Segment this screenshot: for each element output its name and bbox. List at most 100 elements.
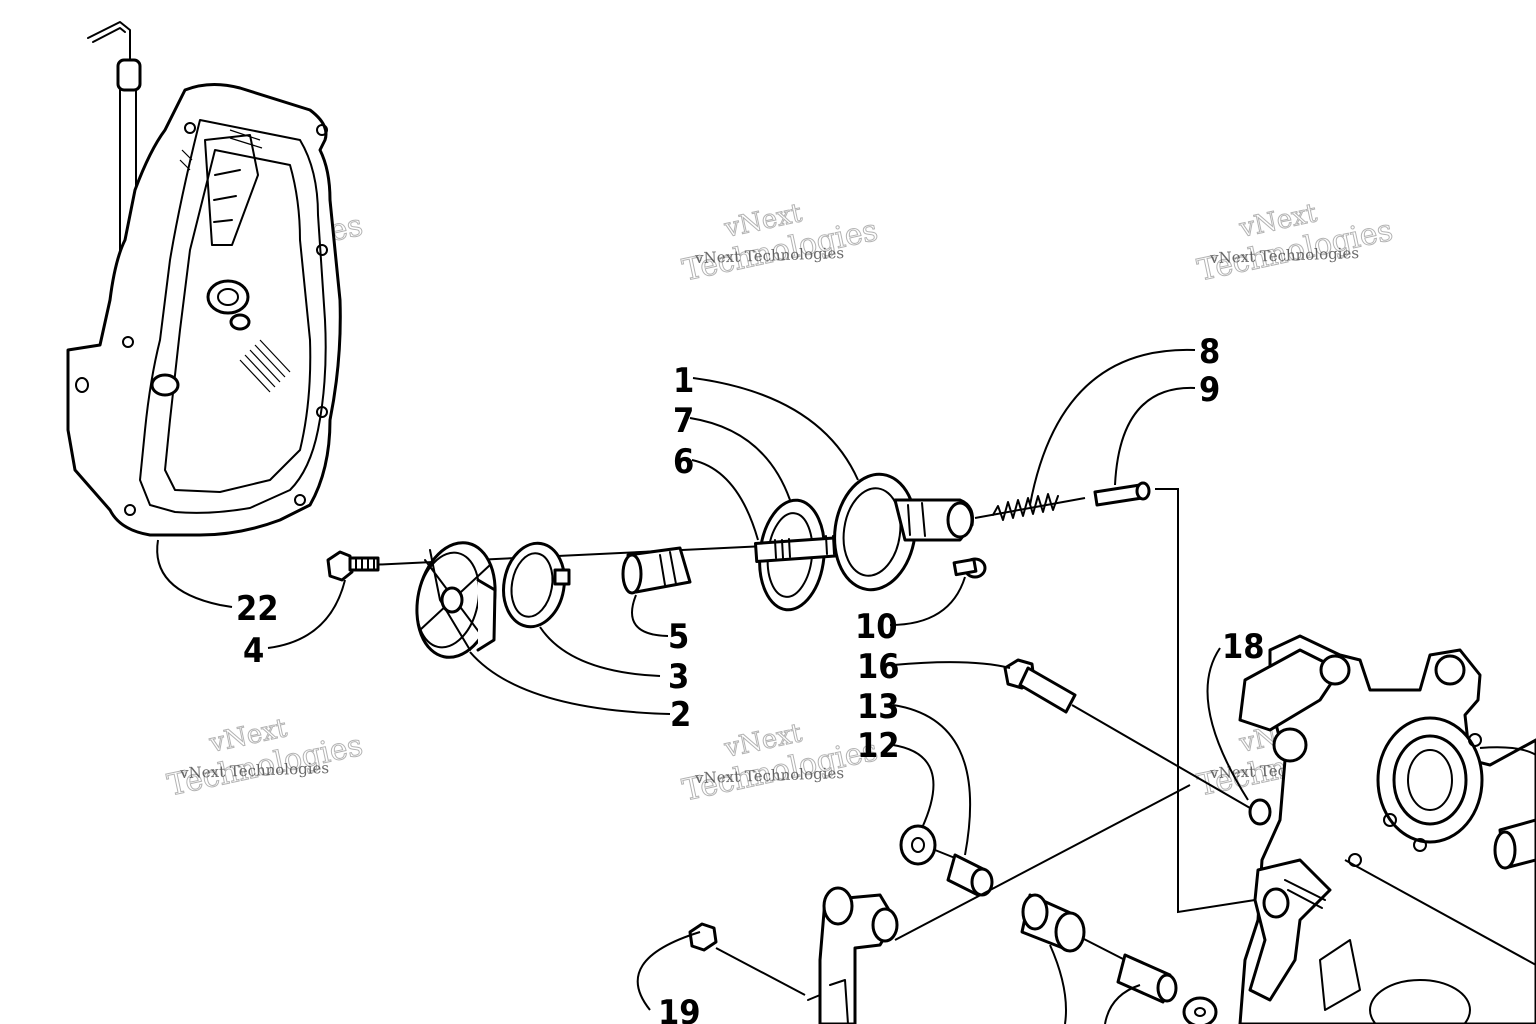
chaincase-axis xyxy=(1344,859,1536,966)
watermark-top-right: vNext Technologies vNext Technologies xyxy=(1194,198,1396,289)
threaded-shaft-thread xyxy=(774,534,842,559)
callout-1: 1 xyxy=(673,361,694,401)
washer-axis xyxy=(934,849,956,859)
pin-body xyxy=(1093,483,1144,507)
small-bushing-end xyxy=(1156,973,1178,1003)
lower-bushing-end xyxy=(1054,911,1086,953)
leader-5 xyxy=(631,594,669,637)
callout-6: 6 xyxy=(673,442,694,482)
tapered-sleeve-end xyxy=(621,553,643,595)
callout-7: 7 xyxy=(673,401,694,441)
bolt-hole xyxy=(316,406,328,418)
cam-housing xyxy=(833,472,974,592)
bolt-hole xyxy=(294,494,306,506)
shift-bracket-bore xyxy=(871,907,899,943)
cable-hook xyxy=(87,21,131,61)
callout-2: 2 xyxy=(670,695,691,735)
bolt-thread xyxy=(355,557,375,571)
small-bushing xyxy=(1116,953,1178,1004)
svg-text:vNext Technologies: vNext Technologies xyxy=(1209,244,1360,267)
gear-case-bore xyxy=(206,279,250,315)
spring-coil xyxy=(992,493,1059,521)
bolt-hole xyxy=(1383,813,1397,827)
bolt-hole xyxy=(1468,733,1482,747)
gear-case-cover xyxy=(66,21,342,537)
bell-crank-teeth xyxy=(1284,879,1326,909)
gear-case-slot-ribs xyxy=(213,169,241,223)
spring xyxy=(992,493,1059,521)
leader-12 xyxy=(892,744,935,829)
chaincase-lever-arm xyxy=(1238,648,1342,732)
leader-10 xyxy=(889,576,966,626)
chaincase-housing xyxy=(1238,634,1536,1024)
nut-body xyxy=(688,922,718,952)
lower-bushing-front xyxy=(1021,893,1049,931)
gear-case-inner-wall xyxy=(164,149,312,493)
ring-inner xyxy=(510,552,554,618)
leader-6 xyxy=(691,459,759,541)
cam-housing-inner xyxy=(842,487,902,577)
leader-lower-bushing xyxy=(1049,944,1067,1024)
gear-case-outline xyxy=(66,83,342,537)
watermark-top-center: vNext Technologies vNext Technologies xyxy=(679,198,881,289)
shoulder-bolt xyxy=(1003,658,1251,809)
callout-8: 8 xyxy=(1199,332,1220,372)
bushing xyxy=(946,853,994,897)
washer xyxy=(899,824,937,866)
shoulder-bolt-shank xyxy=(1018,666,1077,714)
ring xyxy=(502,541,571,629)
callout-19: 19 xyxy=(658,993,701,1024)
shift-bracket xyxy=(807,784,1191,1024)
leader-1 xyxy=(692,377,859,481)
leader-18 xyxy=(1206,647,1249,801)
retainer-hub-inner xyxy=(416,551,480,649)
lever-lower-pivot xyxy=(1272,727,1308,763)
watermark-bottom-left: vNext Technologies vNext Technologies xyxy=(164,713,366,804)
callout-5: 5 xyxy=(668,617,689,657)
leader-7 xyxy=(689,417,791,501)
gear-case-side-hole xyxy=(75,377,89,393)
svg-text:vNext Technologies: vNext Technologies xyxy=(179,759,330,782)
pin xyxy=(1093,481,1151,507)
gear-case-lower-boss xyxy=(150,373,180,397)
tapered-sleeve-lines xyxy=(659,551,677,586)
lower-washer-outer xyxy=(1182,996,1218,1024)
svg-text:vNext Technologies: vNext Technologies xyxy=(694,764,845,787)
callout-9: 9 xyxy=(1199,370,1220,410)
leader-8 xyxy=(1029,348,1196,506)
svg-text:vNext Technologies: vNext Technologies xyxy=(694,244,845,267)
leader-small-bushing xyxy=(1104,984,1141,1024)
leader-pin-link xyxy=(1155,488,1256,914)
gear-case-inner-rim xyxy=(139,119,327,514)
bolt xyxy=(326,550,380,582)
set-screw-shank xyxy=(952,557,978,577)
callout-4: 4 xyxy=(243,631,264,671)
gear-case-bore-inner xyxy=(217,288,239,306)
chaincase-top-boss xyxy=(1434,654,1466,686)
washer-outer xyxy=(899,824,937,866)
bolt-hole xyxy=(316,124,328,136)
callout-13: 13 xyxy=(857,687,900,727)
chaincase-lower-bore xyxy=(1369,979,1471,1024)
callout-16: 16 xyxy=(857,647,900,687)
leader-2 xyxy=(469,651,671,715)
leader-4 xyxy=(267,579,346,649)
set-screw xyxy=(952,557,987,579)
bolt-hole xyxy=(184,122,196,134)
shift-bracket-lines xyxy=(807,979,849,1024)
leader-3 xyxy=(539,626,661,677)
cable-fitting xyxy=(116,58,142,92)
lower-bushing-axis xyxy=(1081,937,1126,961)
leader-lines xyxy=(156,348,1536,1024)
shift-bracket-boss xyxy=(822,886,854,926)
gear-case-slot xyxy=(204,134,259,246)
watermark-bottom-center: vNext Technologies vNext Technologies xyxy=(679,718,881,809)
callout-10: 10 xyxy=(855,607,898,647)
lower-washer xyxy=(1182,996,1218,1024)
callout-3: 3 xyxy=(668,657,689,697)
lower-washer-inner xyxy=(1194,1007,1206,1017)
cam-housing-boss-end xyxy=(946,501,974,539)
nut xyxy=(688,922,806,996)
callout-22: 22 xyxy=(236,589,279,629)
retainer-hub xyxy=(415,541,497,659)
